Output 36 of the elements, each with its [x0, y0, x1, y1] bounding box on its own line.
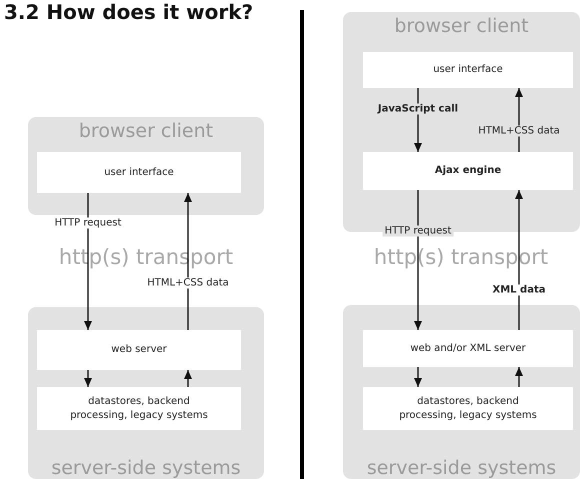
box-label: user interface [104, 166, 174, 180]
component-box [363, 152, 573, 190]
edge-label: HTTP request [382, 226, 454, 236]
group-title: browser client [78, 120, 214, 142]
arrow [184, 193, 192, 330]
component-box [37, 387, 241, 430]
component-box [363, 387, 573, 430]
group-panel [28, 307, 264, 479]
group-title: server-side systems [50, 457, 242, 479]
group-title: browser client [393, 15, 530, 37]
edge-label: HTML+CSS data [145, 278, 231, 288]
box-label: datastores, backend processing, legacy systems [69, 395, 209, 422]
box-label: user interface [433, 63, 503, 77]
arrow [184, 370, 192, 387]
component-box [363, 52, 573, 88]
arrow [84, 370, 92, 387]
group-panel [343, 305, 580, 479]
component-box [37, 330, 241, 370]
arrow [84, 193, 92, 330]
component-box [37, 152, 241, 193]
box-label: web and/or XML server [410, 342, 526, 356]
arrow [515, 367, 523, 387]
box-label: datastores, backend processing, legacy systems [398, 395, 538, 422]
edge-label: HTTP request [52, 218, 124, 228]
box-label: Ajax engine [434, 164, 502, 178]
arrow [414, 367, 422, 387]
edge-label: JavaScript call [376, 104, 460, 114]
arrow [414, 190, 422, 330]
group-title: server-side systems [366, 457, 558, 479]
arrow [515, 190, 523, 330]
edge-label: HTML+CSS data [476, 126, 562, 136]
heading: 3.2 How does it work? [4, 0, 254, 24]
group-panel [28, 117, 264, 215]
component-box [363, 330, 573, 367]
box-label: web server [111, 343, 167, 357]
edge-label: XML data [490, 284, 548, 296]
